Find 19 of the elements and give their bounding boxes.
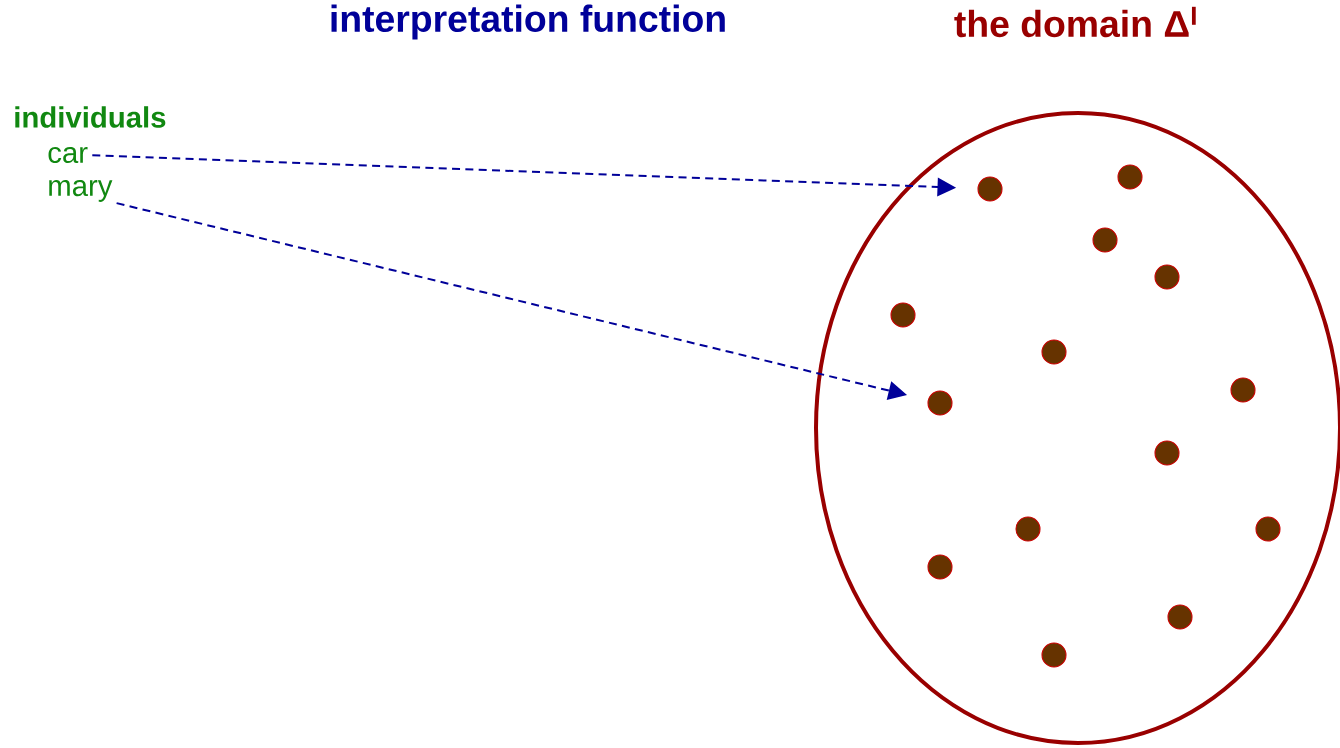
element-dot (1230, 377, 1256, 403)
element-dot (927, 390, 953, 416)
element-dot (1154, 264, 1180, 290)
individual-name: mary (49, 180, 113, 202)
element-dot (1154, 440, 1180, 466)
element-dot (1041, 642, 1067, 668)
element-dot (1255, 516, 1281, 542)
diagram-title: interpretation function (331, 4, 725, 40)
set-title: the domain Δ$^{I}$ (954, 6, 1196, 38)
element-dot (977, 176, 1003, 202)
element-dot (1041, 339, 1067, 365)
element-dot (1015, 516, 1041, 542)
element-dot (1092, 227, 1118, 253)
element-dot (927, 554, 953, 580)
element-dot (1167, 604, 1193, 630)
element-dot (1117, 164, 1143, 190)
element-dot (890, 302, 916, 328)
group-heading: individuals (15, 106, 166, 128)
individual-name: car (48, 146, 88, 164)
